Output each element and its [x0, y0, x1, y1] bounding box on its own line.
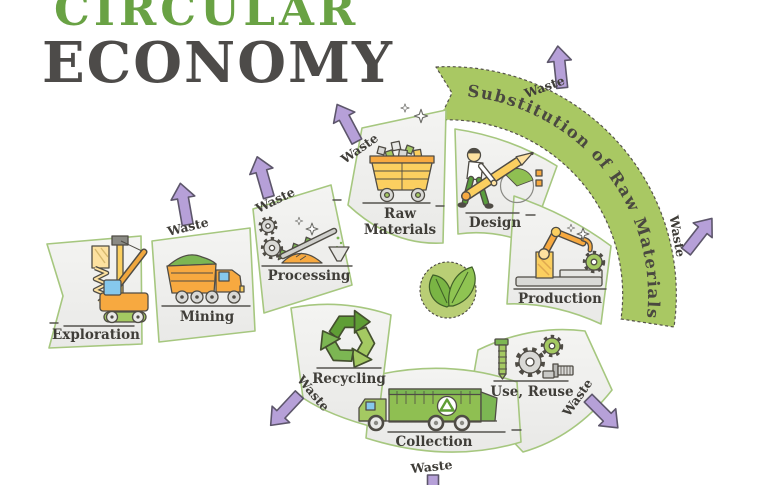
label-exploration: Exploration: [52, 327, 140, 343]
label-use-reuse: Use, Reuse: [490, 384, 573, 400]
waste-label-5: Waste: [666, 213, 688, 258]
mine-cart-icon: [369, 140, 435, 203]
label-raw-materials-2: Materials: [364, 222, 437, 238]
dump-truck-icon: [166, 254, 245, 304]
center-circle: [419, 261, 477, 319]
designer-pencil-icon: [457, 147, 543, 209]
label-mining: Mining: [180, 309, 235, 325]
label-raw-materials-1: Raw: [384, 206, 416, 222]
ground-line-collection: [387, 429, 522, 433]
page-title-line2: ECONOMY: [42, 30, 394, 96]
panel-production: [506, 195, 612, 325]
label-collection: Collection: [396, 434, 473, 450]
waste-arrow-icon-7: [420, 474, 446, 485]
page-title-line1: CIRCULAR: [54, 0, 360, 36]
gears-screw-icon: [494, 334, 574, 380]
label-design: Design: [469, 215, 521, 231]
robot-arm-icon: [515, 226, 606, 287]
drill-rig-icon: [91, 235, 149, 324]
sparkle-icon: [400, 103, 410, 113]
label-production: Production: [518, 291, 602, 307]
ground-line-raw-materials: [332, 199, 445, 207]
garbage-truck-icon: [358, 388, 498, 432]
waste-arrow-icon-8: [261, 385, 309, 435]
leaf-icon: [428, 266, 476, 308]
label-recycling: Recycling: [312, 371, 386, 387]
label-processing: Processing: [268, 268, 351, 284]
gears-conveyor-icon: [258, 216, 350, 264]
ground-line-exploration: [49, 322, 135, 327]
waste-label-7: Waste: [409, 457, 453, 476]
ground-line-design: [465, 212, 536, 216]
